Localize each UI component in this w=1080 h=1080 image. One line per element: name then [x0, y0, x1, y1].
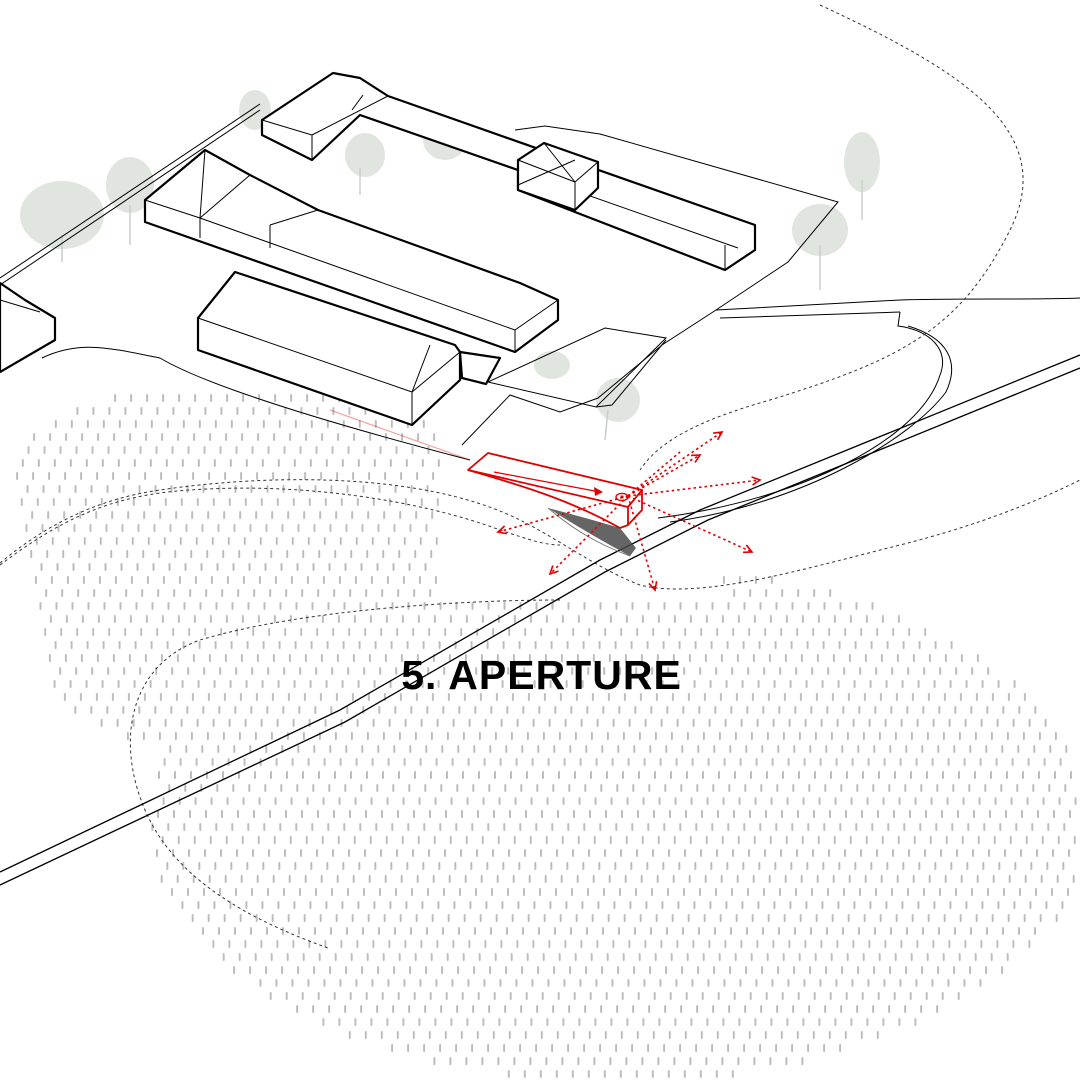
- arrow-head: [548, 565, 559, 576]
- view-ray: [627, 451, 681, 497]
- view-ray: [497, 495, 629, 533]
- view-ray: [627, 479, 761, 497]
- view-direction-arrows: [496, 430, 762, 592]
- arrow-head: [648, 581, 658, 592]
- aperture-viewing-box: [329, 409, 643, 557]
- tree-group-east: [534, 132, 880, 441]
- dashed-paths: [0, 4, 1080, 949]
- arrow-head: [691, 454, 702, 463]
- left-barn: [0, 281, 57, 374]
- vineyard-rows: [16, 394, 1077, 1078]
- diagram-caption: 5. APERTURE: [401, 652, 682, 698]
- arrow-head: [743, 544, 754, 554]
- middle-barn: [143, 148, 560, 354]
- south-barn: [196, 270, 502, 427]
- road: [0, 354, 1080, 886]
- view-ray: [627, 431, 723, 497]
- arrow-head: [751, 476, 762, 486]
- north-barn: [260, 71, 757, 272]
- annex-shed: [486, 327, 668, 408]
- arrow-head: [713, 430, 724, 441]
- view-ray: [549, 495, 629, 575]
- site-lines: [0, 103, 1080, 523]
- view-ray: [627, 454, 701, 497]
- view-ray: [627, 495, 753, 553]
- arrow-head: [496, 525, 507, 535]
